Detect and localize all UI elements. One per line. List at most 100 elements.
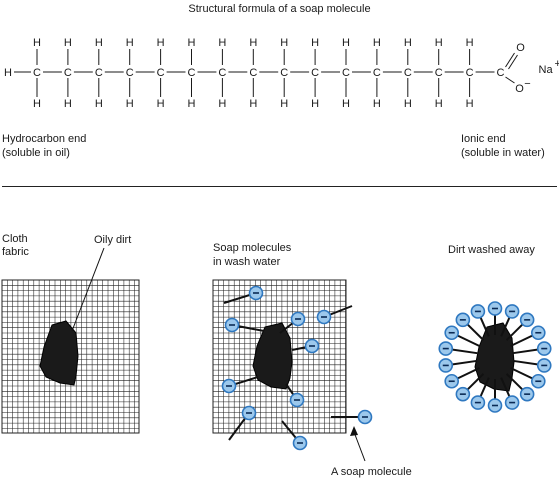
hydrogen-atom: H: [466, 37, 474, 49]
soap-molecule: [512, 358, 552, 373]
carbon-atom: C: [466, 67, 474, 79]
soap-molecule: [221, 376, 259, 394]
soap-molecule: [285, 383, 305, 408]
hydrogen-atom: H: [435, 37, 443, 49]
soap-molecule: [512, 341, 552, 356]
soap-molecule: [487, 301, 503, 335]
hydrogen-atom: H: [95, 37, 103, 49]
hydrogen-atom: H: [435, 98, 443, 110]
hydrogen-atom: H: [280, 37, 288, 49]
soap-pointer-arrowhead: [350, 426, 358, 436]
carbon-atom: C: [280, 67, 288, 79]
soap-molecule: [455, 312, 485, 341]
carbon-atom: C: [33, 67, 41, 79]
hydrogen-atom: H: [404, 98, 412, 110]
soap-molecule: [470, 377, 490, 410]
ionic-end-note: (soluble in water): [461, 147, 545, 159]
carbon-atom: C: [373, 67, 381, 79]
carbon-atom: C: [249, 67, 257, 79]
soap-molecule: [438, 341, 478, 356]
carbon-atom: C: [95, 67, 103, 79]
hydrogen-atom: H: [373, 37, 381, 49]
hydrogen-atom: H: [188, 37, 196, 49]
oily-dirt-blob: [252, 322, 293, 390]
soap-molecule: [291, 338, 320, 354]
carbon-atom: C: [64, 67, 72, 79]
hydrogen-atom: H: [311, 37, 319, 49]
sodium-ion: Na: [539, 64, 554, 76]
soap-molecule: [444, 325, 480, 347]
soap-structural-formula: H C H H C H H C H H C H H C H H C H H C H H C H H C H H C H H C H H C H H C H H…: [4, 37, 559, 110]
carbon-atom: C: [126, 67, 134, 79]
oily-dirt-label: Oily dirt: [94, 234, 132, 246]
soap-molecule: [228, 405, 257, 441]
carbon-atom: C: [404, 67, 412, 79]
hydrogen-atom: H: [342, 37, 350, 49]
soap-molecule: [279, 311, 306, 334]
soap-molecule: [505, 373, 535, 402]
carbon-atom: C: [497, 67, 505, 79]
soap-molecule-label: A soap molecule: [331, 466, 412, 478]
diagram-title: Structural formula of a soap molecule: [188, 3, 371, 15]
soap-molecules-label-2: in wash water: [213, 256, 281, 268]
double-bond-line: [505, 52, 515, 68]
hydrogen-atom: H: [64, 37, 72, 49]
hydrogen-atom: H: [218, 37, 226, 49]
hydrogen-atom: H: [126, 98, 134, 110]
soap-molecule: [470, 304, 490, 337]
section-divider: [2, 186, 557, 187]
soap-molecule: [510, 325, 546, 347]
carbon-atom: C: [435, 67, 443, 79]
oxygen-atom: O: [516, 42, 525, 54]
soap-molecule: [223, 285, 264, 304]
dirt-pointer-line: [71, 247, 105, 332]
soap-molecule: [505, 312, 535, 341]
soap-molecule: [316, 305, 353, 325]
hydrogen-atom: H: [95, 98, 103, 110]
hydrogen-atom: H: [33, 98, 41, 110]
double-bond-line: [508, 54, 518, 70]
oxygen-anion: O: [515, 83, 524, 95]
soap-pointer-line: [353, 431, 366, 462]
soap-molecule: [281, 420, 308, 451]
soap-molecules-label: Soap molecules: [213, 242, 292, 254]
soap-molecule: [500, 304, 520, 337]
carbon-atom: C: [311, 67, 319, 79]
carbon-atom: C: [157, 67, 165, 79]
cloth-label-2: fabric: [2, 246, 29, 258]
hydrogen-atom: H: [249, 98, 257, 110]
hydrogen-atom: H: [188, 98, 196, 110]
carbon-atom: C: [188, 67, 196, 79]
soap-molecule: [331, 409, 373, 425]
soap-molecule: [510, 367, 546, 389]
hydrogen-atom: H: [280, 98, 288, 110]
positive-charge: +: [555, 58, 559, 70]
cloth-label: Cloth: [2, 233, 28, 245]
bond-line: [505, 76, 515, 84]
soap-molecule: [224, 317, 265, 333]
hydrogen-atom: H: [466, 98, 474, 110]
carbon-atom: C: [218, 67, 226, 79]
soap-molecule: [455, 373, 485, 402]
hydrogen-atom: H: [126, 37, 134, 49]
hydrogen-atom: H: [373, 98, 381, 110]
hydrogen-atom: H: [157, 98, 165, 110]
terminal-h-atom: H: [4, 67, 12, 79]
hydrogen-atom: H: [404, 37, 412, 49]
carbon-atom: C: [342, 67, 350, 79]
soap-molecule: [438, 358, 478, 373]
hydrocarbon-end-label: Hydrocarbon end: [2, 133, 87, 145]
soap-molecule: [487, 379, 503, 413]
negative-charge: −: [524, 78, 530, 90]
hydrogen-atom: H: [33, 37, 41, 49]
hydrogen-atom: H: [157, 37, 165, 49]
dirt-washed-label: Dirt washed away: [448, 244, 535, 256]
soap-molecule: [500, 377, 520, 410]
hydrogen-atom: H: [249, 37, 257, 49]
hydrogen-atom: H: [311, 98, 319, 110]
hydrogen-atom: H: [218, 98, 226, 110]
ionic-end-label: Ionic end: [461, 133, 506, 145]
hydrocarbon-end-note: (soluble in oil): [2, 147, 70, 159]
hydrogen-atom: H: [342, 98, 350, 110]
